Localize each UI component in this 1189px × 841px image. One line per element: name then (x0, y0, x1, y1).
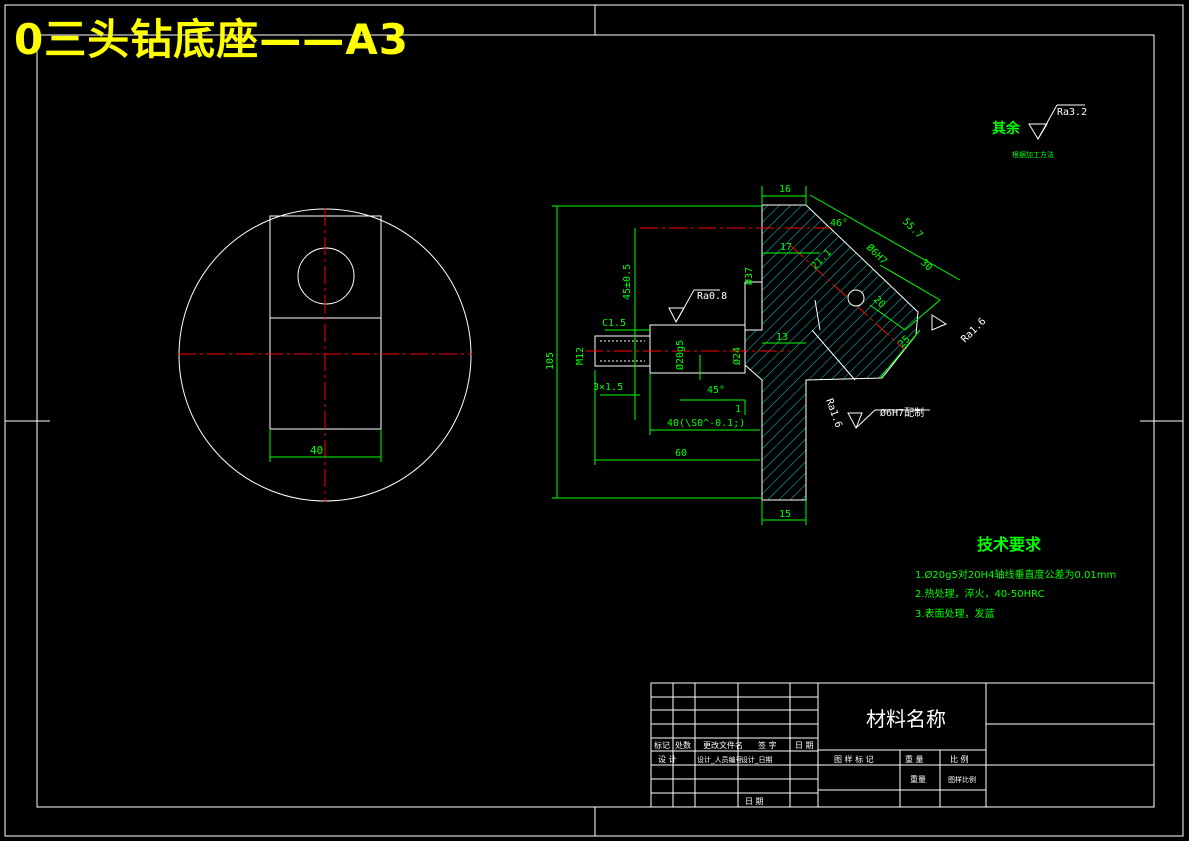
title-block-text: 材料名称 标记 处数 更改文件名 签 字 日 期 设 计 设计_人员编号 设计_… (654, 707, 976, 806)
dim-16: 16 (779, 184, 791, 195)
roughness-sym-1 (668, 307, 685, 324)
material-name: 材料名称 (866, 707, 946, 731)
tb-date: 日 期 (795, 741, 814, 750)
drawing-title: 0三头钻底座——A3 (14, 15, 409, 64)
tb-date-label: 日 期 (745, 797, 764, 806)
dim-phi20g5: Ø20g5 (674, 340, 686, 370)
title-block (650, 682, 1155, 808)
dim-40-text: 40 (310, 444, 323, 457)
section-view: 16 17 13 15 60 40(\S0^-0.1;) 45±0.5 105 … (545, 184, 988, 525)
surface-note-sub: 根据加工方法 (1012, 150, 1054, 159)
dim-c15: C1.5 (602, 318, 626, 329)
tb-mark: 标记 (654, 740, 670, 750)
tech-heading: 技术要求 (977, 535, 1042, 554)
left-view: 40 (178, 208, 472, 502)
dim-60: 60 (675, 448, 687, 459)
tech-item-3: 3.表面处理，发蓝 (915, 607, 995, 620)
dim-phi24: Ø24 (731, 347, 743, 365)
dim-1: 1 (735, 404, 741, 415)
surface-note-symbol (1028, 123, 1048, 140)
hole-line-1 (811, 329, 856, 381)
dim-30: 30 (918, 257, 934, 273)
ra-16-label-b: Ra1.6 (823, 397, 844, 429)
surface-note: 其余 Ra3.2 根据加工方法 (992, 104, 1087, 159)
surface-note-tail (1037, 104, 1058, 140)
dim-13: 13 (776, 332, 788, 343)
dim-m12: M12 (575, 347, 586, 365)
through-hole (297, 247, 355, 305)
ra-08-label: Ra0.8 (697, 291, 727, 302)
tb-count: 处数 (675, 740, 691, 750)
tb-weight-val: 重量 (910, 774, 926, 784)
shaft (649, 324, 746, 374)
tech-requirements: 技术要求 1.Ø20g5对20H4轴线垂直度公差为0.01mm 2.热处理，淬火… (915, 535, 1116, 620)
surface-note-label: 其余 (992, 120, 1021, 137)
tb-sign: 签 字 (758, 740, 777, 750)
roughness-sym-3 (847, 412, 863, 430)
tb-designer: 设计_人员编号 (697, 755, 743, 764)
tb-design: 设 计 (658, 754, 677, 764)
dim-55: 55.7 (900, 216, 925, 241)
tb-scale: 比 例 (950, 754, 969, 764)
dim-3x15: 3×1.5 (593, 382, 623, 393)
dim-15: 15 (779, 509, 791, 520)
tb-design-date: 设计_日期 (741, 755, 773, 764)
ra-16-label-a: Ra1.6 (959, 316, 988, 345)
roughness-sym-1-tail (675, 289, 695, 323)
tb-scale-val: 图样比例 (948, 775, 976, 784)
surface-note-ra: Ra3.2 (1057, 107, 1087, 118)
dim-17: 17 (780, 242, 792, 253)
dim-phi37: Ø37 (743, 267, 755, 285)
tech-item-1: 1.Ø20g5对20H4轴线垂直度公差为0.01mm (915, 568, 1116, 581)
roughness-sym-2 (931, 314, 948, 331)
hole-centerline (789, 244, 906, 351)
dim-40s: 40(\S0^-0.1;) (667, 418, 745, 429)
roughness-sym-3-tail (855, 409, 876, 429)
dimension-lines (552, 186, 961, 525)
hole-note: Ø6H7配制 (880, 406, 924, 419)
tb-weight: 重 量 (905, 754, 924, 764)
angled-hole (847, 289, 865, 307)
dim-45: 45±0.5 (622, 264, 633, 300)
dim-105: 105 (545, 352, 556, 370)
dim-deg46: 46° (830, 218, 848, 229)
tb-stage: 图 样 标 记 (834, 754, 874, 764)
dim-deg45: 45° (707, 385, 725, 396)
tech-item-2: 2.热处理，淬火，40-50HRC (915, 587, 1045, 600)
tb-file: 更改文件名 (703, 740, 743, 750)
hole-line-2 (814, 299, 821, 331)
